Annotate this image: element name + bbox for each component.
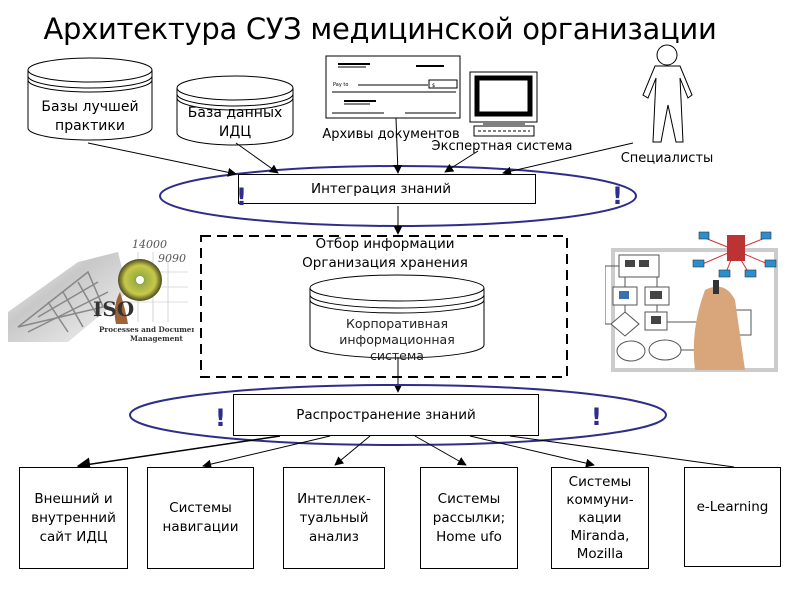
best-practices-db-label: Базы лучшей практики (41, 99, 139, 134)
computer-icon (469, 71, 538, 137)
corporate-system-label: Корпоративная информационная система (339, 316, 455, 363)
best-practices-db-icon (27, 57, 153, 141)
arrow-output-3 (334, 435, 371, 466)
dissemination-box: Распространение знаний (233, 394, 539, 436)
arrow-output-2 (202, 435, 331, 469)
idc-database-label: База данных ИДЦ (187, 105, 283, 140)
integration-label: Интеграция знаний (311, 180, 452, 197)
dissemination-label: Распространение знаний (296, 406, 476, 423)
arrow-best-practices (87, 142, 237, 177)
idc-database-icon (176, 75, 294, 146)
document-archive-icon: Pay to $ (325, 55, 461, 119)
specialists-label: Специалисты (620, 151, 714, 166)
output-intelligent-analysis: Интеллек- туальный анализ (283, 467, 385, 569)
integration-box: Интеграция знаний (238, 174, 536, 204)
iso-number-bottom: 9090 (158, 252, 186, 265)
expert-system-label: Экспертная система (431, 139, 573, 154)
dissemination-marker-right: ! (591, 403, 602, 431)
corporate-system-icon (309, 274, 485, 359)
arrow-output-1 (76, 435, 281, 471)
storage-organization-label: Организация хранения (302, 255, 468, 271)
iso-number-top: 14000 (132, 238, 167, 251)
storage-area (200, 235, 568, 378)
page-title: Архитектура СУЗ медицинской организации (43, 12, 717, 46)
arrow-output-5 (469, 435, 595, 468)
output-mailing-systems: Системы рассылки; Home ufo (420, 467, 518, 569)
arrow-output-4 (414, 435, 467, 466)
cheque-currency: $ (432, 83, 435, 89)
output-external-internal-site: Внешний и внутренний сайт ИДЦ (19, 467, 128, 569)
output-e-learning: e-Learning (684, 467, 781, 567)
iso-caption-1: Processes and Documentation (99, 325, 194, 334)
dissemination-marker-left: ! (215, 404, 226, 432)
arrow-idc-database (235, 142, 279, 174)
arrow-output-6 (509, 435, 735, 468)
iso-caption-2: Management (130, 334, 183, 343)
specialist-person-icon (642, 44, 693, 143)
iso-brand: ISO (93, 297, 134, 321)
cheque-pay-to: Pay to (333, 82, 348, 88)
info-selection-label: Отбор информации (315, 236, 455, 252)
integration-marker-left: ! (236, 183, 247, 211)
iso-image: 14000 9090 ISO Processes and Documentati… (8, 232, 194, 344)
network-diagram-image (605, 220, 780, 375)
arrow-expert-system (444, 150, 479, 173)
document-archives-label: Архивы документов (322, 127, 460, 142)
output-navigation-systems: Системы навигации (147, 467, 254, 569)
arrow-specialists (502, 142, 634, 176)
arrow-archives (393, 117, 403, 174)
output-communication-systems: Системы коммуни- кации Miranda, Mozilla (551, 467, 649, 569)
integration-marker-right: ! (612, 182, 623, 210)
dissemination-ellipse (129, 384, 667, 446)
